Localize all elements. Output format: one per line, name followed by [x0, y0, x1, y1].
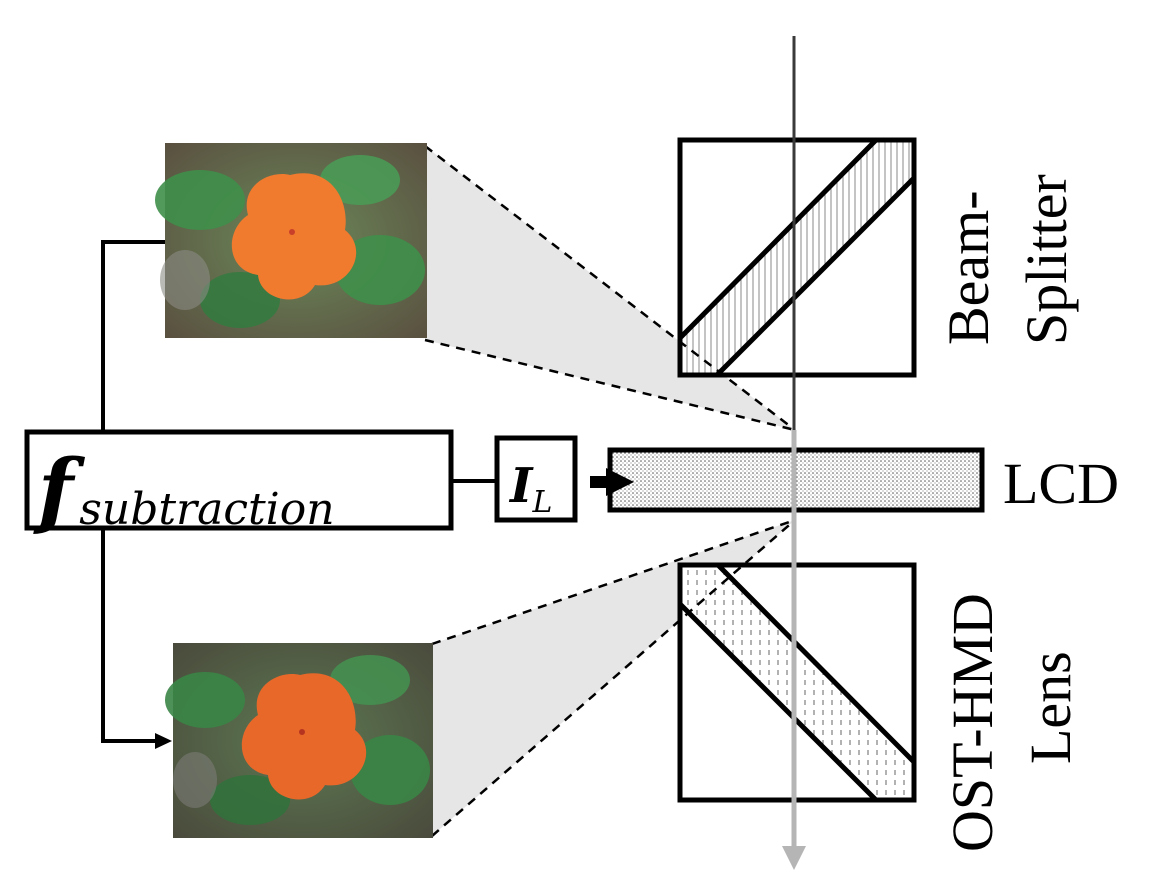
ost-hmd-label: OST-HMD: [940, 593, 1005, 852]
lens-label: Lens: [1018, 651, 1083, 764]
il-to-lcd-arrow-shaft: [590, 476, 608, 488]
il-label: IL: [508, 458, 552, 520]
il-to-lcd-arrowhead: [606, 468, 634, 496]
beam-splitter-label-line2: Splitter: [1014, 174, 1079, 345]
beam-splitter-label-line1: Beam-: [936, 190, 1001, 345]
scene-photo-bottom: [165, 643, 433, 838]
connector-top: [101, 240, 165, 432]
lcd-label: LCD: [1003, 451, 1119, 516]
scene-photo-top: [155, 143, 427, 338]
connector-bottom-arrowhead: [155, 733, 172, 749]
projection-lines: [424, 145, 796, 837]
beam-splitter: [677, 137, 917, 378]
connector-bottom: [101, 528, 158, 743]
light-ray-arrowhead: [782, 846, 806, 870]
ost-hmd-lens: [677, 562, 917, 803]
il-box: [494, 435, 578, 523]
